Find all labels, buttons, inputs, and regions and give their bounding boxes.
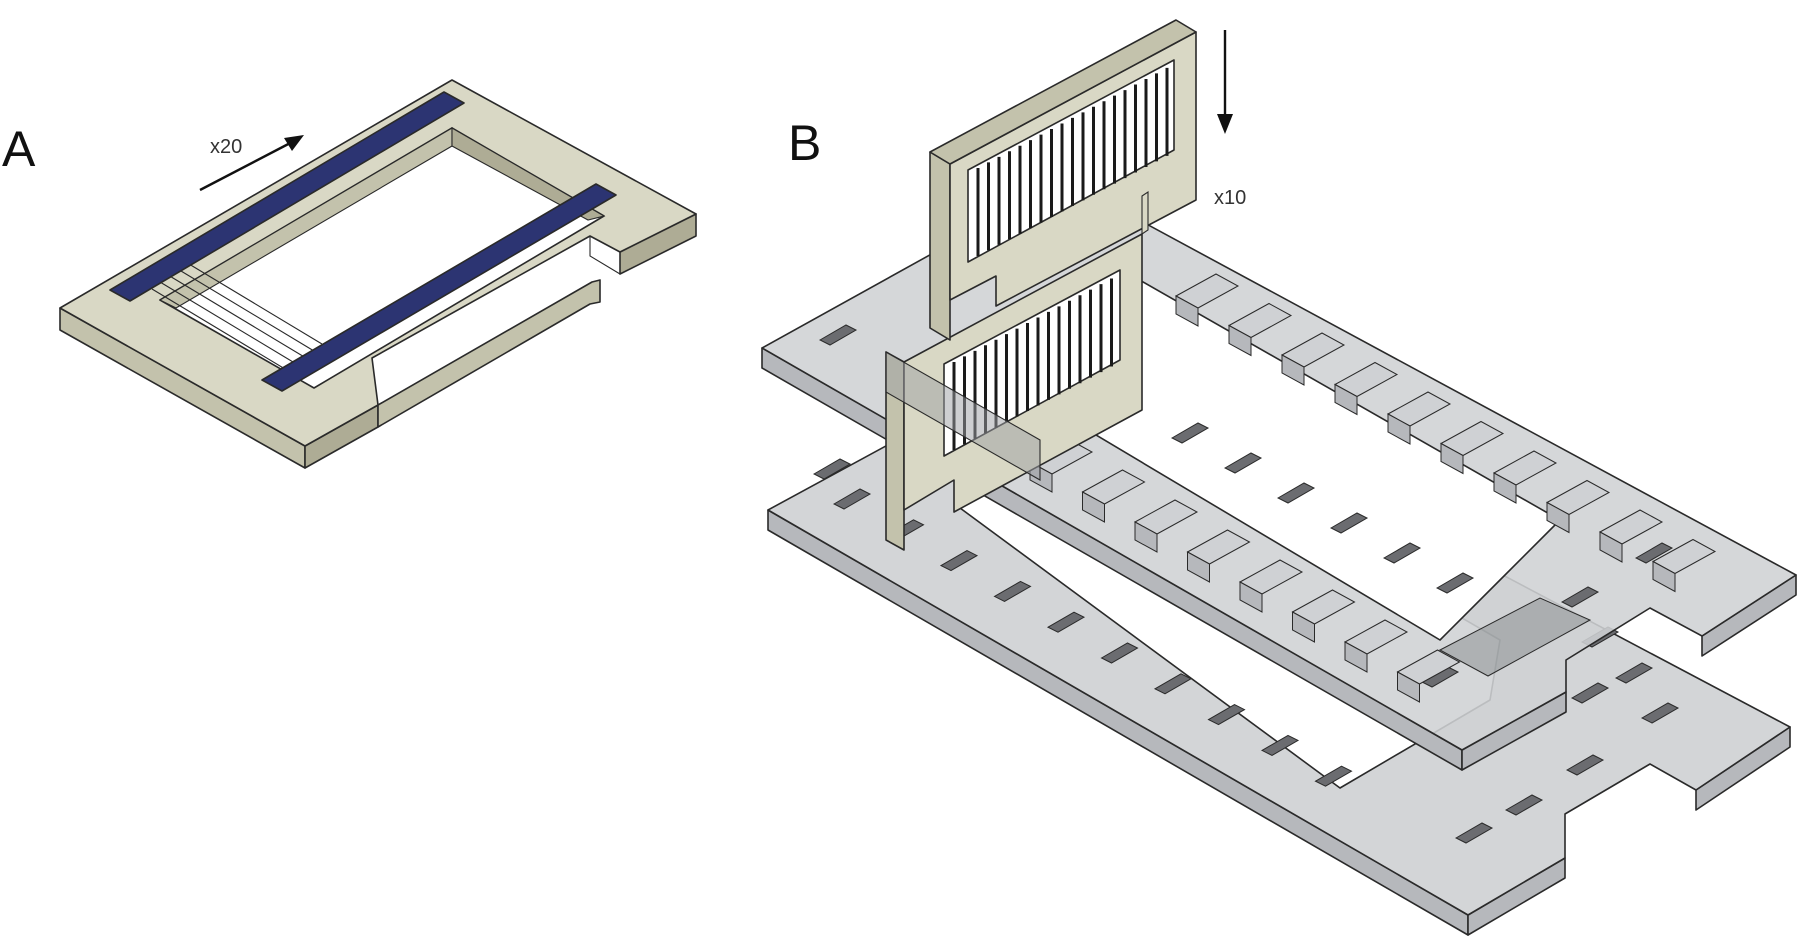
comb-tab-side [1652,560,1676,593]
panel-a-count-label: x20 [210,136,242,158]
comb-tab-side [1546,501,1570,534]
slot [1454,822,1494,844]
slot [1504,794,1544,816]
falling-frame [929,19,1197,341]
falling-frame-bars [976,67,1169,256]
slot [1260,734,1300,756]
comb-tab-side [1397,671,1420,703]
panel-a: A x20 [2,79,697,469]
slot [993,580,1032,602]
lower-plate-slots [812,458,1680,844]
comb-tab-side [1082,491,1105,523]
slot [1100,642,1139,664]
comb-tab-side [1292,611,1315,643]
comb-tab-side [1344,641,1368,673]
arrow-down-icon [1217,30,1233,134]
slot [1382,542,1422,564]
comb-tab-side [1387,413,1411,445]
comb-tab-side [1334,383,1358,416]
upper-plate-slots [818,324,1674,688]
comb-tab-side [1175,295,1199,327]
panel-a-frame [59,79,697,469]
upper-plate-tabs-left [1028,439,1461,703]
slot [1614,662,1654,684]
comb-tab-side [1281,354,1305,386]
slot [1570,682,1610,704]
inserted-frame [885,233,1143,551]
slot [812,458,852,480]
connector-band [1438,597,1592,677]
slot [1046,611,1086,633]
panel-b-letter: B [788,115,821,171]
panel-a-letter: A [2,121,36,177]
upper-plate-tabs-right [1174,273,1717,593]
comb-tab-side [1239,581,1263,613]
comb-tab-side [1440,442,1464,475]
comb-tab-side [1493,472,1517,504]
comb-tab-side [1228,324,1252,357]
slot [1153,673,1193,695]
slot [832,488,872,510]
comb-tab-side [1134,521,1158,553]
comb-tab-side [1187,551,1210,583]
comb-tab-side [1599,531,1623,563]
slot [1640,702,1680,724]
slot [1329,512,1369,534]
slot [1207,704,1246,726]
slot [1560,586,1600,608]
slot [1223,452,1263,474]
panel-b-count-label: x10 [1214,187,1246,209]
slot [1634,542,1674,564]
arrow-up-right-icon [199,135,304,192]
panel-a-wires [151,260,323,373]
slot [1314,765,1353,787]
slot [1565,754,1605,776]
slot [939,550,979,572]
panel-a-blue-strips [109,91,617,392]
slot [1276,482,1316,504]
slot [1170,422,1210,444]
panel-b: B x10 [761,19,1797,936]
slot [818,324,858,346]
slot [1435,572,1475,594]
